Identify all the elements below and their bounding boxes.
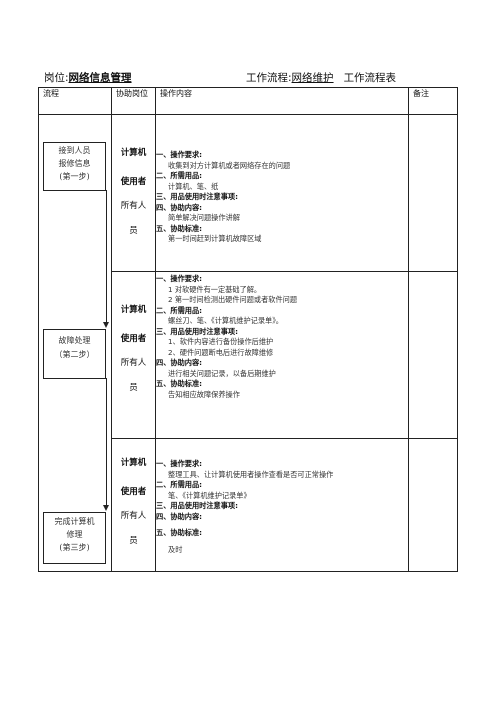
table-row: 计算机 使用者 所有人 员 一、操作要求: 1 对软硬件有一定基础了解。 2 第…	[39, 271, 458, 439]
col-header-content: 操作内容	[155, 87, 409, 115]
arrow-down-icon	[103, 505, 109, 511]
remark-cell	[408, 114, 458, 272]
flow-line-2	[106, 378, 107, 506]
table-row: 接到人员 报修信息 (第一步) 故障处理 （第二步） 完成计算机 修理 (第三步…	[38, 114, 458, 572]
page-header: 岗位:网络信息管理 工作流程:网络维护 工作流程表	[44, 70, 464, 86]
remark-cell	[408, 438, 458, 572]
flow-title: 工作流程:网络维护 工作流程表	[246, 70, 396, 85]
content-cell: 一、操作要求: 1 对软硬件有一定基础了解。 2 第一时间检测出硬件问题或者软件…	[155, 271, 409, 439]
content-cell: 一、操作要求: 整理工具、让计算机使用者操作查看是否可正常操作 二、所需用品: …	[155, 438, 409, 572]
table-header-row: 流程 协助岗位 操作内容 备注	[38, 87, 458, 115]
content-cell: 一、操作要求: 收集到对方计算机或者网络存在的问题 二、所需用品: 计算机、笔、…	[155, 114, 409, 272]
flow-cell: 接到人员 报修信息 (第一步) 故障处理 （第二步） 完成计算机 修理 (第三步…	[38, 114, 112, 572]
flow-line-1	[106, 190, 107, 323]
col-header-remark: 备注	[408, 87, 458, 115]
col-header-assist: 协助岗位	[111, 87, 156, 115]
col-header-flow: 流程	[38, 87, 112, 115]
assist-cell: 计算机 使用者 所有人 员	[111, 438, 156, 572]
table-row: 计算机 使用者 所有人 员 一、操作要求: 整理工具、让计算机使用者操作查看是否…	[39, 438, 458, 572]
post-title: 岗位:网络信息管理	[44, 70, 132, 85]
flow-suffix: 工作流程表	[343, 72, 397, 84]
step-box-2: 故障处理 （第二步）	[43, 329, 106, 379]
arrow-down-icon	[103, 322, 109, 328]
post-value: 网络信息管理	[68, 72, 132, 84]
assist-cell: 计算机 使用者 所有人 员	[111, 271, 156, 439]
remark-cell	[408, 271, 458, 439]
step-box-1: 接到人员 报修信息 (第一步)	[43, 142, 106, 191]
flow-value: 网络维护	[291, 72, 334, 84]
post-label: 岗位:	[44, 72, 69, 84]
step-box-3: 完成计算机 修理 (第三步)	[43, 512, 106, 564]
flow-label: 工作流程:	[246, 72, 292, 84]
assist-cell: 计算机 使用者 所有人 员	[111, 114, 156, 272]
workflow-table: 流程 协助岗位 操作内容 备注 接到人员 报修信息 (第一步) 故障处理 （第二…	[38, 87, 458, 572]
